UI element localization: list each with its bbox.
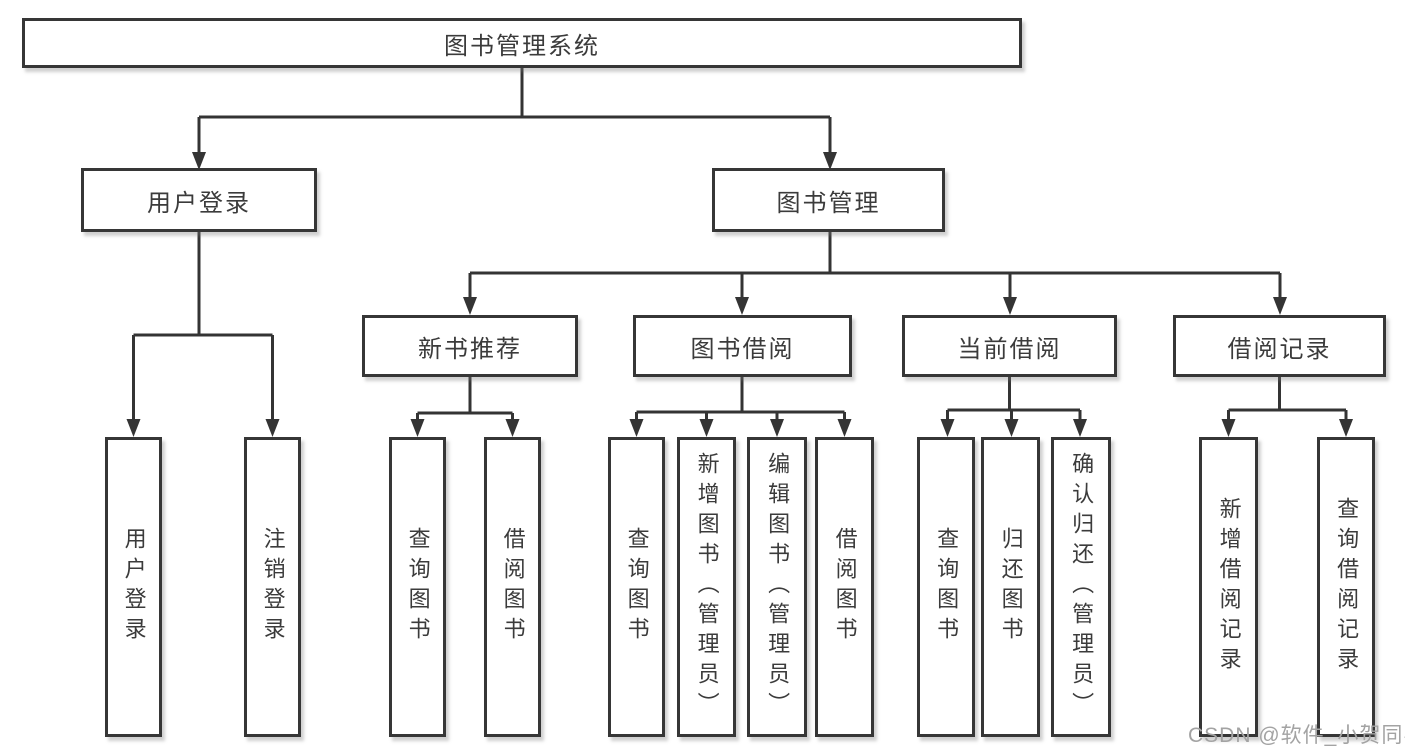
leaf-add-books-admin-label: 新增图书（管理员） [694, 452, 720, 722]
node-user-login-label: 用户登录 [147, 189, 251, 217]
leaf-return-books-label: 归还图书 [998, 527, 1024, 647]
connector-bookmgmt-to-level3 [463, 232, 1287, 315]
node-book-management: 图书管理 [712, 168, 945, 232]
leaf-edit-books-admin: 编辑图书（管理员） [747, 437, 807, 737]
leaf-logout-label: 注销登录 [260, 527, 286, 647]
leaf-add-borrow-record: 新增借阅记录 [1199, 437, 1258, 737]
leaf-edit-books-admin-label: 编辑图书（管理员） [765, 452, 791, 722]
connector-userlogin-to-leaves [126, 232, 280, 437]
node-new-book-recommend-label: 新书推荐 [418, 335, 522, 363]
leaf-borrow-books-newbook-label: 借阅图书 [500, 527, 526, 647]
node-borrow-records-label: 借阅记录 [1227, 335, 1332, 363]
leaf-return-books: 归还图书 [981, 437, 1040, 737]
node-borrow-records: 借阅记录 [1173, 315, 1386, 377]
leaf-query-books-current-label: 查询图书 [934, 527, 960, 647]
leaf-query-borrow-record: 查询借阅记录 [1317, 437, 1375, 737]
leaf-query-books-current: 查询图书 [917, 437, 975, 737]
node-book-borrow-label: 图书借阅 [690, 335, 795, 363]
connector-bookborrow-to-leaves [629, 377, 852, 437]
connector-root-to-level2 [192, 68, 837, 170]
leaf-add-borrow-record-label: 新增借阅记录 [1216, 497, 1242, 677]
node-book-borrow: 图书借阅 [633, 315, 852, 377]
csdn-watermark: CSDN @软件_小贺同学 [1188, 724, 1405, 747]
node-library-system: 图书管理系统 [22, 18, 1022, 68]
leaf-user-login-label: 用户登录 [121, 527, 147, 647]
leaf-query-books-newbook: 查询图书 [389, 437, 446, 737]
leaf-query-books-borrow: 查询图书 [608, 437, 665, 737]
leaf-query-books-borrow-label: 查询图书 [624, 527, 650, 647]
connector-borrowrecords-to-leaves [1221, 377, 1353, 437]
leaf-user-login: 用户登录 [105, 437, 162, 737]
node-current-borrow: 当前借阅 [902, 315, 1117, 377]
node-new-book-recommend: 新书推荐 [362, 315, 578, 377]
leaf-add-books-admin: 新增图书（管理员） [677, 437, 736, 737]
leaf-borrow-books-newbook: 借阅图书 [484, 437, 541, 737]
node-current-borrow-label: 当前借阅 [957, 335, 1062, 363]
leaf-borrow-books-label: 借阅图书 [832, 527, 858, 647]
leaf-logout: 注销登录 [244, 437, 301, 737]
leaf-confirm-return-admin: 确认归还（管理员） [1051, 437, 1111, 737]
connector-newbook-to-leaves [410, 377, 520, 437]
node-book-management-label: 图书管理 [776, 189, 881, 217]
node-library-system-label: 图书管理系统 [444, 32, 600, 60]
leaf-confirm-return-admin-label: 确认归还（管理员） [1069, 452, 1095, 722]
node-user-login: 用户登录 [81, 168, 317, 232]
leaf-query-books-newbook-label: 查询图书 [405, 527, 431, 647]
leaf-query-borrow-record-label: 查询借阅记录 [1334, 497, 1360, 677]
leaf-borrow-books: 借阅图书 [815, 437, 874, 737]
connector-currentborrow-to-leaves [940, 377, 1087, 437]
